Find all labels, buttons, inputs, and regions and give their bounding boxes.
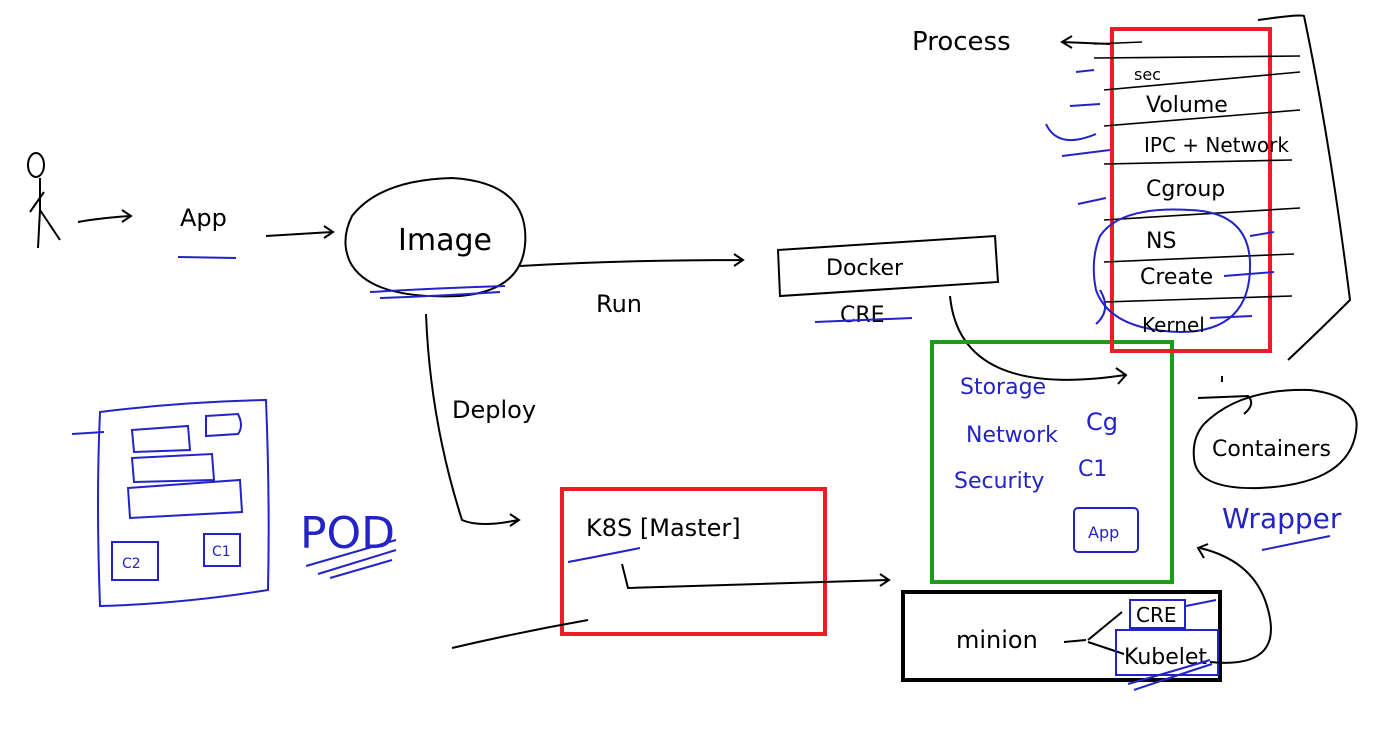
kernel-layer-6: Kernel: [1142, 313, 1205, 337]
stack-right-bracket: [1257, 14, 1352, 361]
pod-label: POD: [300, 508, 395, 559]
app-label: App: [180, 204, 227, 232]
arrow-k8s-to-minion: [621, 563, 891, 590]
user-stick-figure: [27, 152, 61, 249]
wrapper-label: Wrapper: [1222, 502, 1342, 535]
arrow-image-to-docker: [519, 253, 745, 267]
kernel-ns-highlight: [1092, 208, 1252, 334]
arrow-app-to-image: [265, 225, 335, 239]
cg-label: Cg: [1086, 408, 1118, 436]
k8s-master-label: K8S [Master]: [586, 514, 741, 542]
pod-inner-bars: [126, 412, 244, 520]
pod-outline: [71, 398, 270, 608]
kubelet-scribble: [1127, 659, 1213, 691]
minion-cre-label: CRE: [1136, 603, 1177, 627]
wrapper-underline: [1261, 535, 1331, 551]
minion-branch-lines: [1063, 611, 1125, 655]
arrow-wrapper-to-kubelet: [1196, 543, 1272, 664]
kernel-stack-lines: [1093, 41, 1301, 303]
arrow-image-to-k8s: [425, 313, 521, 527]
kubelet-label: Kubelet: [1124, 645, 1207, 670]
k8s-underline: [567, 547, 641, 563]
app-mini-box: [1073, 507, 1139, 553]
storage-label: Storage: [960, 375, 1046, 400]
docker-cre-underline: [814, 317, 913, 323]
security-label: Security: [954, 469, 1044, 494]
pod-c1-box: [203, 533, 241, 567]
image-label: Image: [398, 223, 492, 258]
k8s-master-box: [560, 487, 827, 636]
containers-circle: [1192, 388, 1358, 490]
minion-box: [901, 590, 1222, 682]
kernel-layer-4: NS: [1146, 229, 1176, 254]
app-underline: [177, 256, 237, 259]
arrow-stack-to-process: [1060, 35, 1111, 49]
minion-label: minion: [956, 626, 1038, 654]
c1-label: C1: [1078, 457, 1107, 482]
pod-c2-label: C2: [122, 556, 141, 572]
pod-c2-box: [111, 541, 159, 581]
kernel-stack-box: [1110, 27, 1272, 353]
runtime-features-box: [930, 340, 1174, 584]
image-circle: [344, 176, 527, 298]
image-underline: [369, 285, 506, 299]
process-label: Process: [912, 27, 1011, 57]
kernel-layer-0: sec: [1134, 65, 1161, 84]
line-left-of-k8s: [451, 619, 589, 649]
network-label: Network: [966, 423, 1058, 448]
run-label: Run: [596, 290, 642, 318]
kubelet-box: [1115, 629, 1219, 676]
minion-cre-tick: [1185, 599, 1217, 607]
kernel-layer-5: Create: [1140, 265, 1213, 290]
arrow-docker-to-runtime: [949, 295, 1128, 385]
containers-label: Containers: [1212, 437, 1331, 462]
docker-label: Docker: [826, 256, 904, 281]
docker-cre-label: CRE: [840, 303, 885, 328]
kernel-layer-3: Cgroup: [1146, 177, 1225, 202]
docker-box: [776, 234, 1000, 298]
pod-underline: [305, 539, 397, 579]
minion-cre-box: [1129, 599, 1186, 629]
arrow-user-to-app: [77, 209, 133, 223]
pod-c1-label: C1: [212, 544, 231, 560]
deploy-label: Deploy: [452, 396, 536, 424]
kernel-layer-1: Volume: [1146, 93, 1228, 118]
arrow-to-containers: [1197, 376, 1253, 415]
kernel-layer-2: IPC + Network: [1144, 133, 1289, 157]
app-mini-label: App: [1088, 523, 1119, 542]
